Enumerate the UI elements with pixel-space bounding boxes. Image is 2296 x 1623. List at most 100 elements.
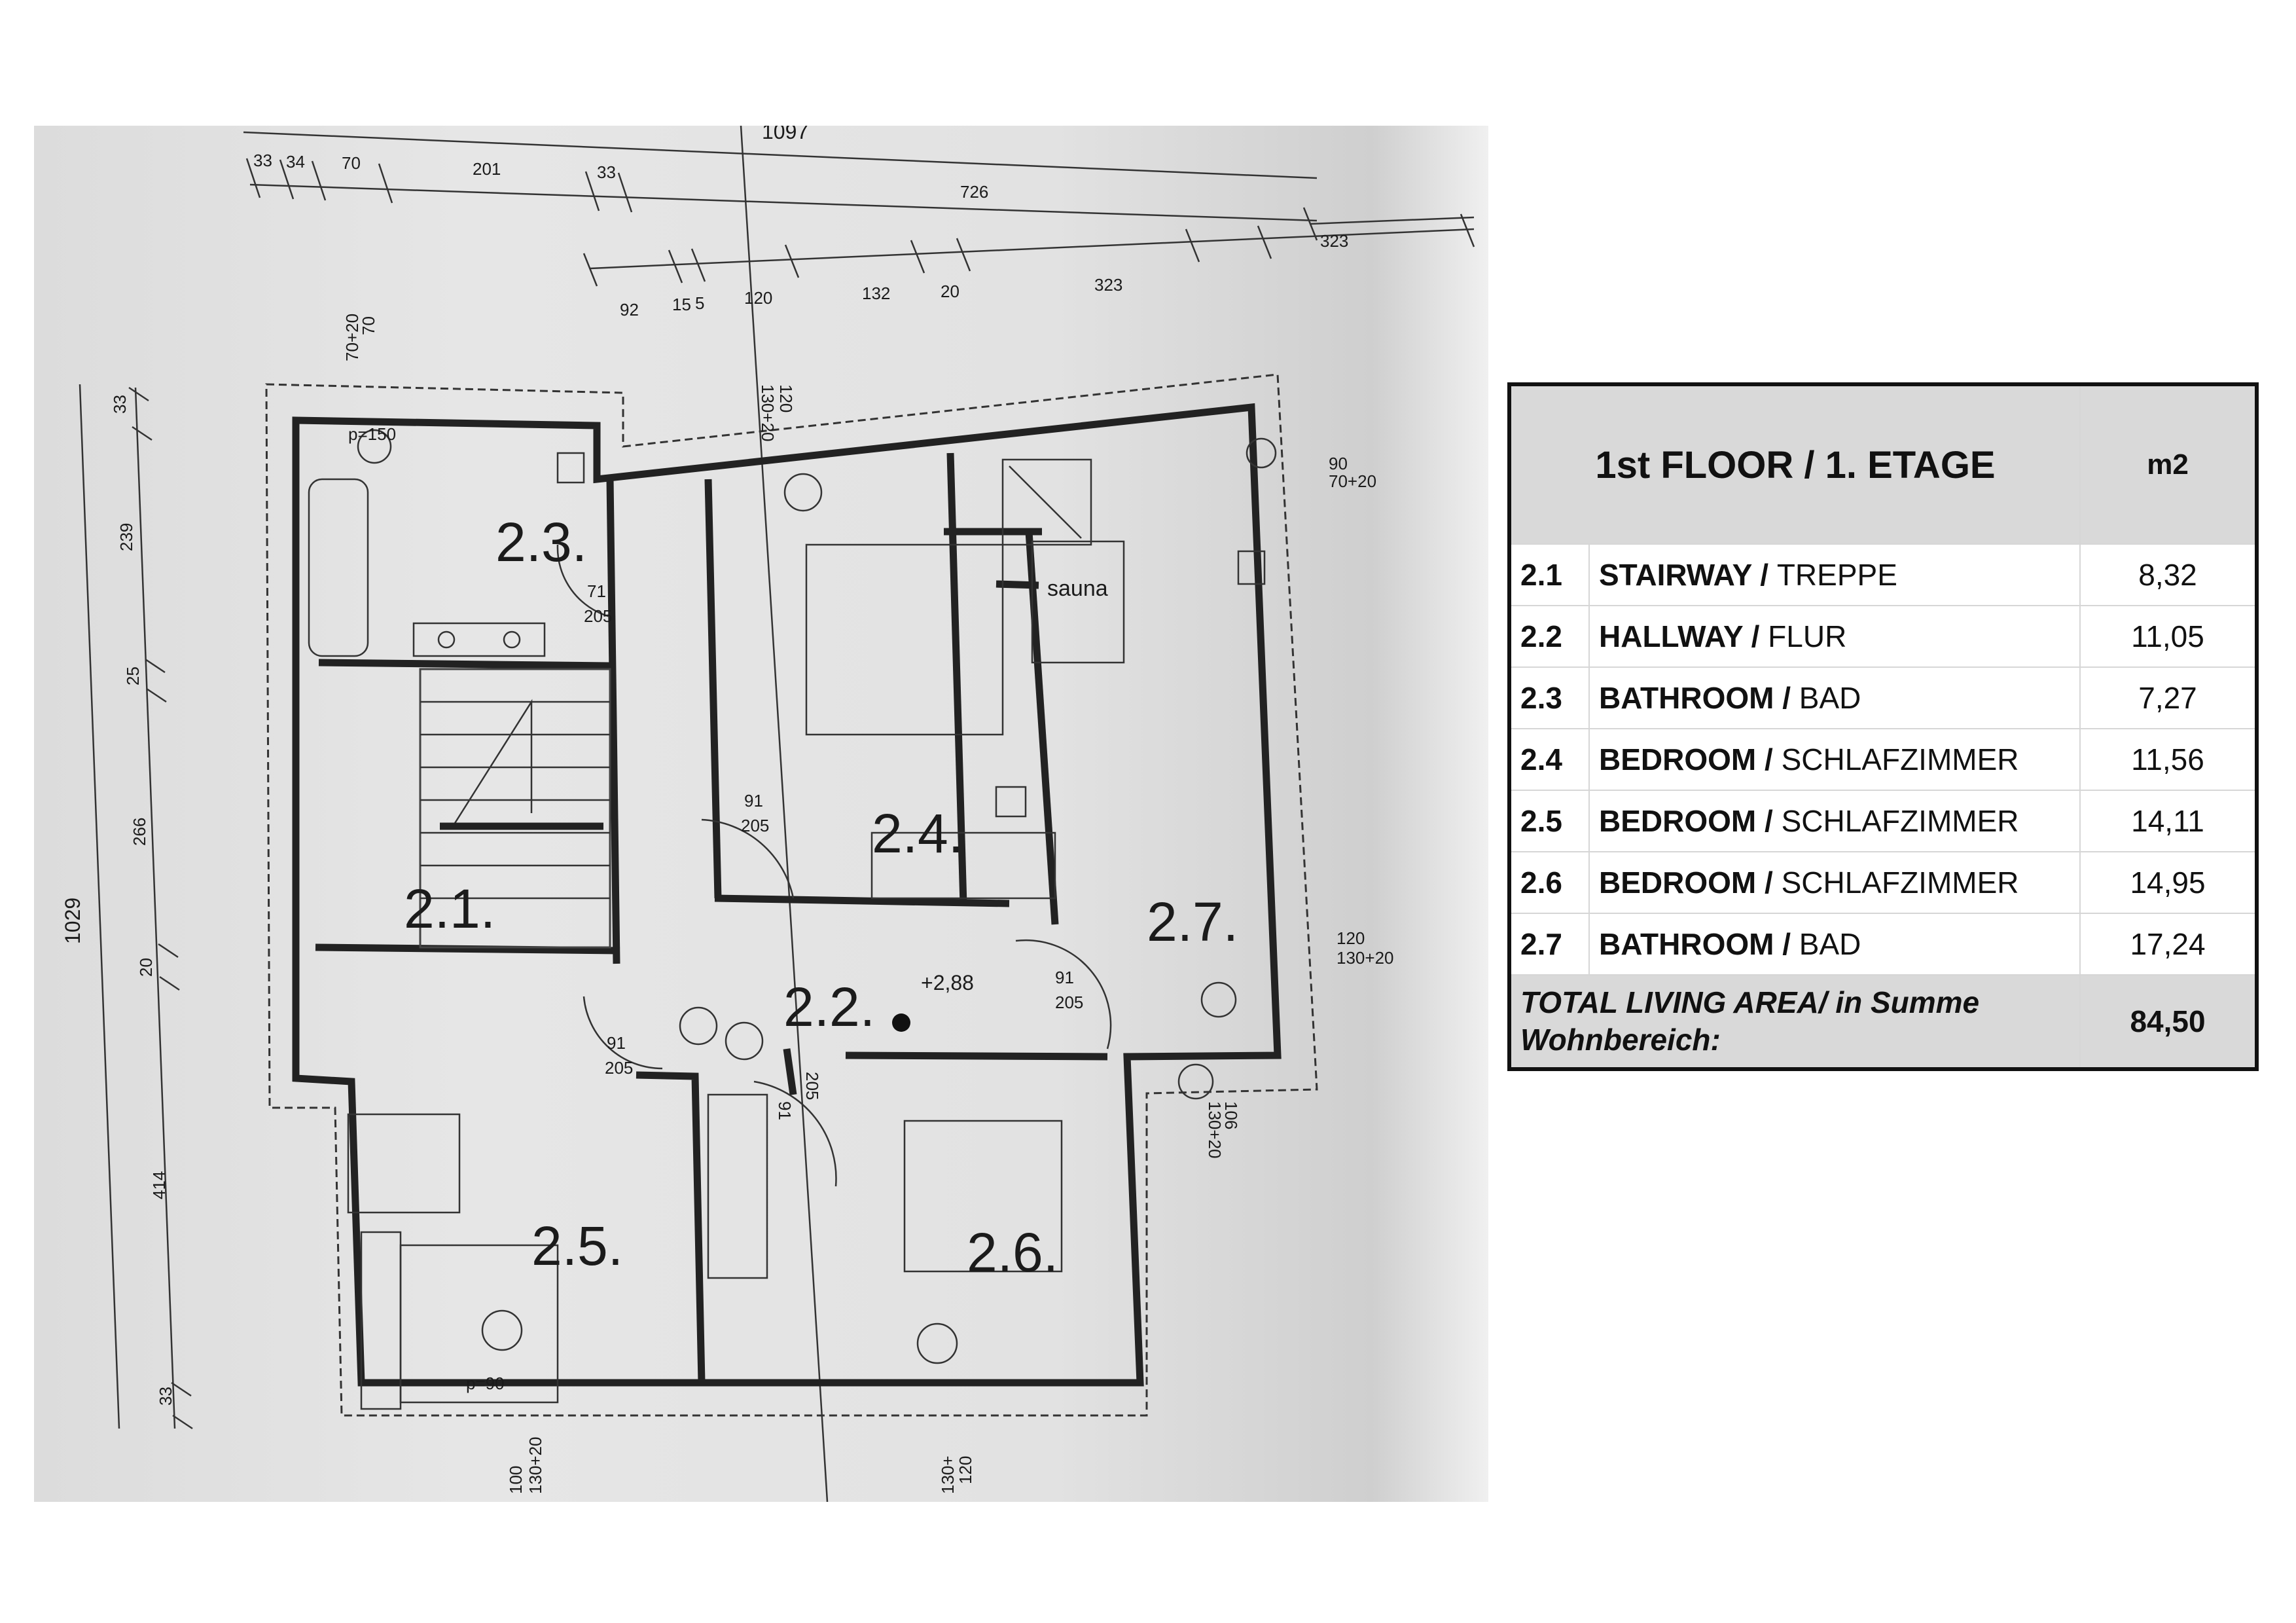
door-mark-2: 205 bbox=[584, 606, 612, 626]
dim-row3-4: 120 bbox=[744, 288, 772, 308]
room-label-2-1: 2.1. bbox=[404, 878, 495, 939]
dim-left-5: 20 bbox=[136, 958, 156, 977]
room-name-separator: / bbox=[1742, 619, 1768, 653]
dim-row3-2: 15 bbox=[672, 295, 691, 314]
room-name: BATHROOM / BAD bbox=[1588, 913, 2081, 976]
window-mark-6: p=90 bbox=[466, 1374, 505, 1393]
room-name-en: STAIRWAY bbox=[1599, 558, 1752, 592]
room-number: 2.5 bbox=[1509, 790, 1590, 852]
room-number: 2.7 bbox=[1509, 913, 1590, 976]
dim-left-1: 33 bbox=[110, 395, 130, 414]
window-mark-11: 106 bbox=[1221, 1101, 1241, 1129]
room-name-separator: / bbox=[1751, 558, 1777, 592]
window-mark-14: 130+20 bbox=[526, 1437, 545, 1494]
window-mark-4: 120 bbox=[776, 384, 796, 412]
room-number: 2.4 bbox=[1509, 728, 1590, 791]
dimension-line-row1 bbox=[249, 183, 1318, 222]
table-unit: m2 bbox=[2079, 384, 2257, 545]
door-mark-3: 91 bbox=[744, 791, 763, 811]
room-area: 8,32 bbox=[2079, 543, 2257, 606]
room-name: BATHROOM / BAD bbox=[1588, 666, 2081, 729]
door-mark-5: 91 bbox=[1055, 968, 1074, 987]
stairs bbox=[419, 668, 611, 949]
dim-row3-6: 20 bbox=[941, 282, 960, 301]
dim-top-4: 201 bbox=[473, 159, 501, 179]
room-number: 2.3 bbox=[1509, 666, 1590, 729]
room-label-2-5: 2.5. bbox=[531, 1215, 623, 1277]
ceiling-light bbox=[357, 429, 392, 464]
window-mark-7: 90 bbox=[1329, 454, 1348, 473]
room-name-de: FLUR bbox=[1768, 619, 1847, 653]
room-name: HALLWAY / FLUR bbox=[1588, 605, 2081, 668]
door-mark-1: 71 bbox=[587, 581, 606, 601]
door-swings bbox=[556, 544, 1112, 1187]
room-label-2-7: 2.7. bbox=[1147, 891, 1238, 953]
room-name: BEDROOM / SCHLAFZIMMER bbox=[1588, 728, 2081, 791]
room-name-de: BAD bbox=[1799, 681, 1861, 715]
room-name-de: SCHLAFZIMMER bbox=[1781, 742, 2019, 776]
level-mark: +2,88 bbox=[921, 971, 974, 994]
dim-total-width: 1097 bbox=[762, 126, 808, 143]
window-mark-5: 130+20 bbox=[758, 384, 778, 441]
armchairs bbox=[347, 1113, 461, 1214]
room-name-en: BEDROOM bbox=[1599, 866, 1757, 900]
sauna bbox=[1031, 540, 1125, 664]
window-mark-8: 70+20 bbox=[1329, 471, 1376, 491]
window-mark-3: p=150 bbox=[348, 424, 396, 444]
double-sink bbox=[412, 622, 546, 657]
room-name: BEDROOM / SCHLAFZIMMER bbox=[1588, 851, 2081, 914]
door-mark-7: 91 bbox=[607, 1033, 626, 1053]
dimension-line-323 bbox=[1310, 216, 1475, 225]
room-area: 7,27 bbox=[2079, 666, 2257, 729]
floor-plan-photo: 2.3. 2.4. 2.1. 2.7. 2.2. 2.5. 2.6. sauna… bbox=[34, 126, 1488, 1502]
shower bbox=[1001, 458, 1092, 546]
room-name-separator: / bbox=[1774, 927, 1799, 961]
window-mark-13: 100 bbox=[506, 1466, 526, 1494]
floor-plan-drawing: 2.3. 2.4. 2.1. 2.7. 2.2. 2.5. 2.6. sauna… bbox=[61, 126, 1475, 1502]
dimension-line-1097 bbox=[243, 131, 1318, 179]
dim-total-height: 1029 bbox=[61, 898, 84, 944]
window-mark-16: 130+ bbox=[938, 1455, 958, 1494]
dim-top-2: 34 bbox=[286, 152, 305, 172]
door-mark-6: 205 bbox=[1055, 993, 1083, 1012]
room-number: 2.1 bbox=[1509, 543, 1590, 606]
room-area: 17,24 bbox=[2079, 913, 2257, 976]
room-name-de: SCHLAFZIMMER bbox=[1781, 804, 2019, 838]
room-name-separator: / bbox=[1756, 742, 1782, 776]
dim-726: 726 bbox=[960, 182, 988, 202]
window-mark-15: 120 bbox=[956, 1456, 975, 1484]
room-area: 11,05 bbox=[2079, 605, 2257, 668]
dim-row3-1: 92 bbox=[620, 300, 639, 319]
total-label: TOTAL LIVING AREA/ in Summe Wohnbereich: bbox=[1509, 974, 2081, 1070]
room-name-de: TREPPE bbox=[1776, 558, 1897, 592]
room-name-en: BEDROOM bbox=[1599, 742, 1757, 776]
dim-row3-7: 323 bbox=[1094, 275, 1122, 295]
room-number: 2.6 bbox=[1509, 851, 1590, 914]
room-name: STAIRWAY / TREPPE bbox=[1588, 543, 2081, 606]
dim-left-6: 414 bbox=[149, 1171, 169, 1199]
dim-top-5: 33 bbox=[597, 162, 616, 182]
chimney bbox=[995, 786, 1027, 818]
level-marker bbox=[892, 1013, 910, 1032]
window-mark-2: 70+20 bbox=[342, 314, 362, 361]
room-label-2-4: 2.4. bbox=[872, 803, 963, 864]
wardrobe-2-6 bbox=[707, 1093, 768, 1279]
room-area: 14,95 bbox=[2079, 851, 2257, 914]
room-area: 14,11 bbox=[2079, 790, 2257, 852]
room-number: 2.2 bbox=[1509, 605, 1590, 668]
room-name-en: BEDROOM bbox=[1599, 804, 1757, 838]
door-mark-4: 205 bbox=[741, 816, 769, 835]
dim-left-3: 25 bbox=[123, 666, 143, 685]
dimension-line-left bbox=[134, 387, 176, 1429]
dim-left-2: 239 bbox=[117, 523, 136, 551]
dimension-line-1029 bbox=[79, 384, 120, 1429]
